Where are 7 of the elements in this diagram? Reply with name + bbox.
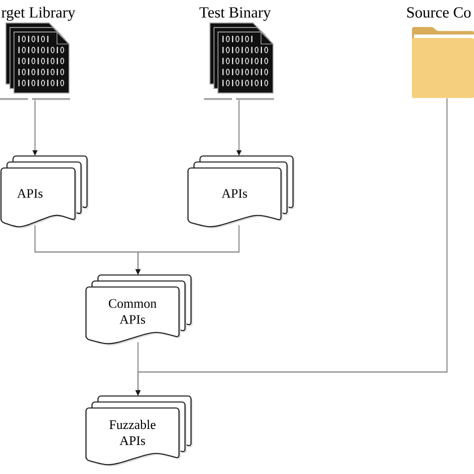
document-stack: APIs xyxy=(0,155,89,228)
document-stack: Fuzzable APIs xyxy=(85,395,193,466)
document-stack: APIs xyxy=(187,155,295,228)
icon-title: Source Co xyxy=(407,7,471,18)
icon-title: rget Library xyxy=(2,6,76,21)
document-stack: Common APIs xyxy=(85,274,193,346)
icon-title: Test Binary xyxy=(199,7,271,21)
